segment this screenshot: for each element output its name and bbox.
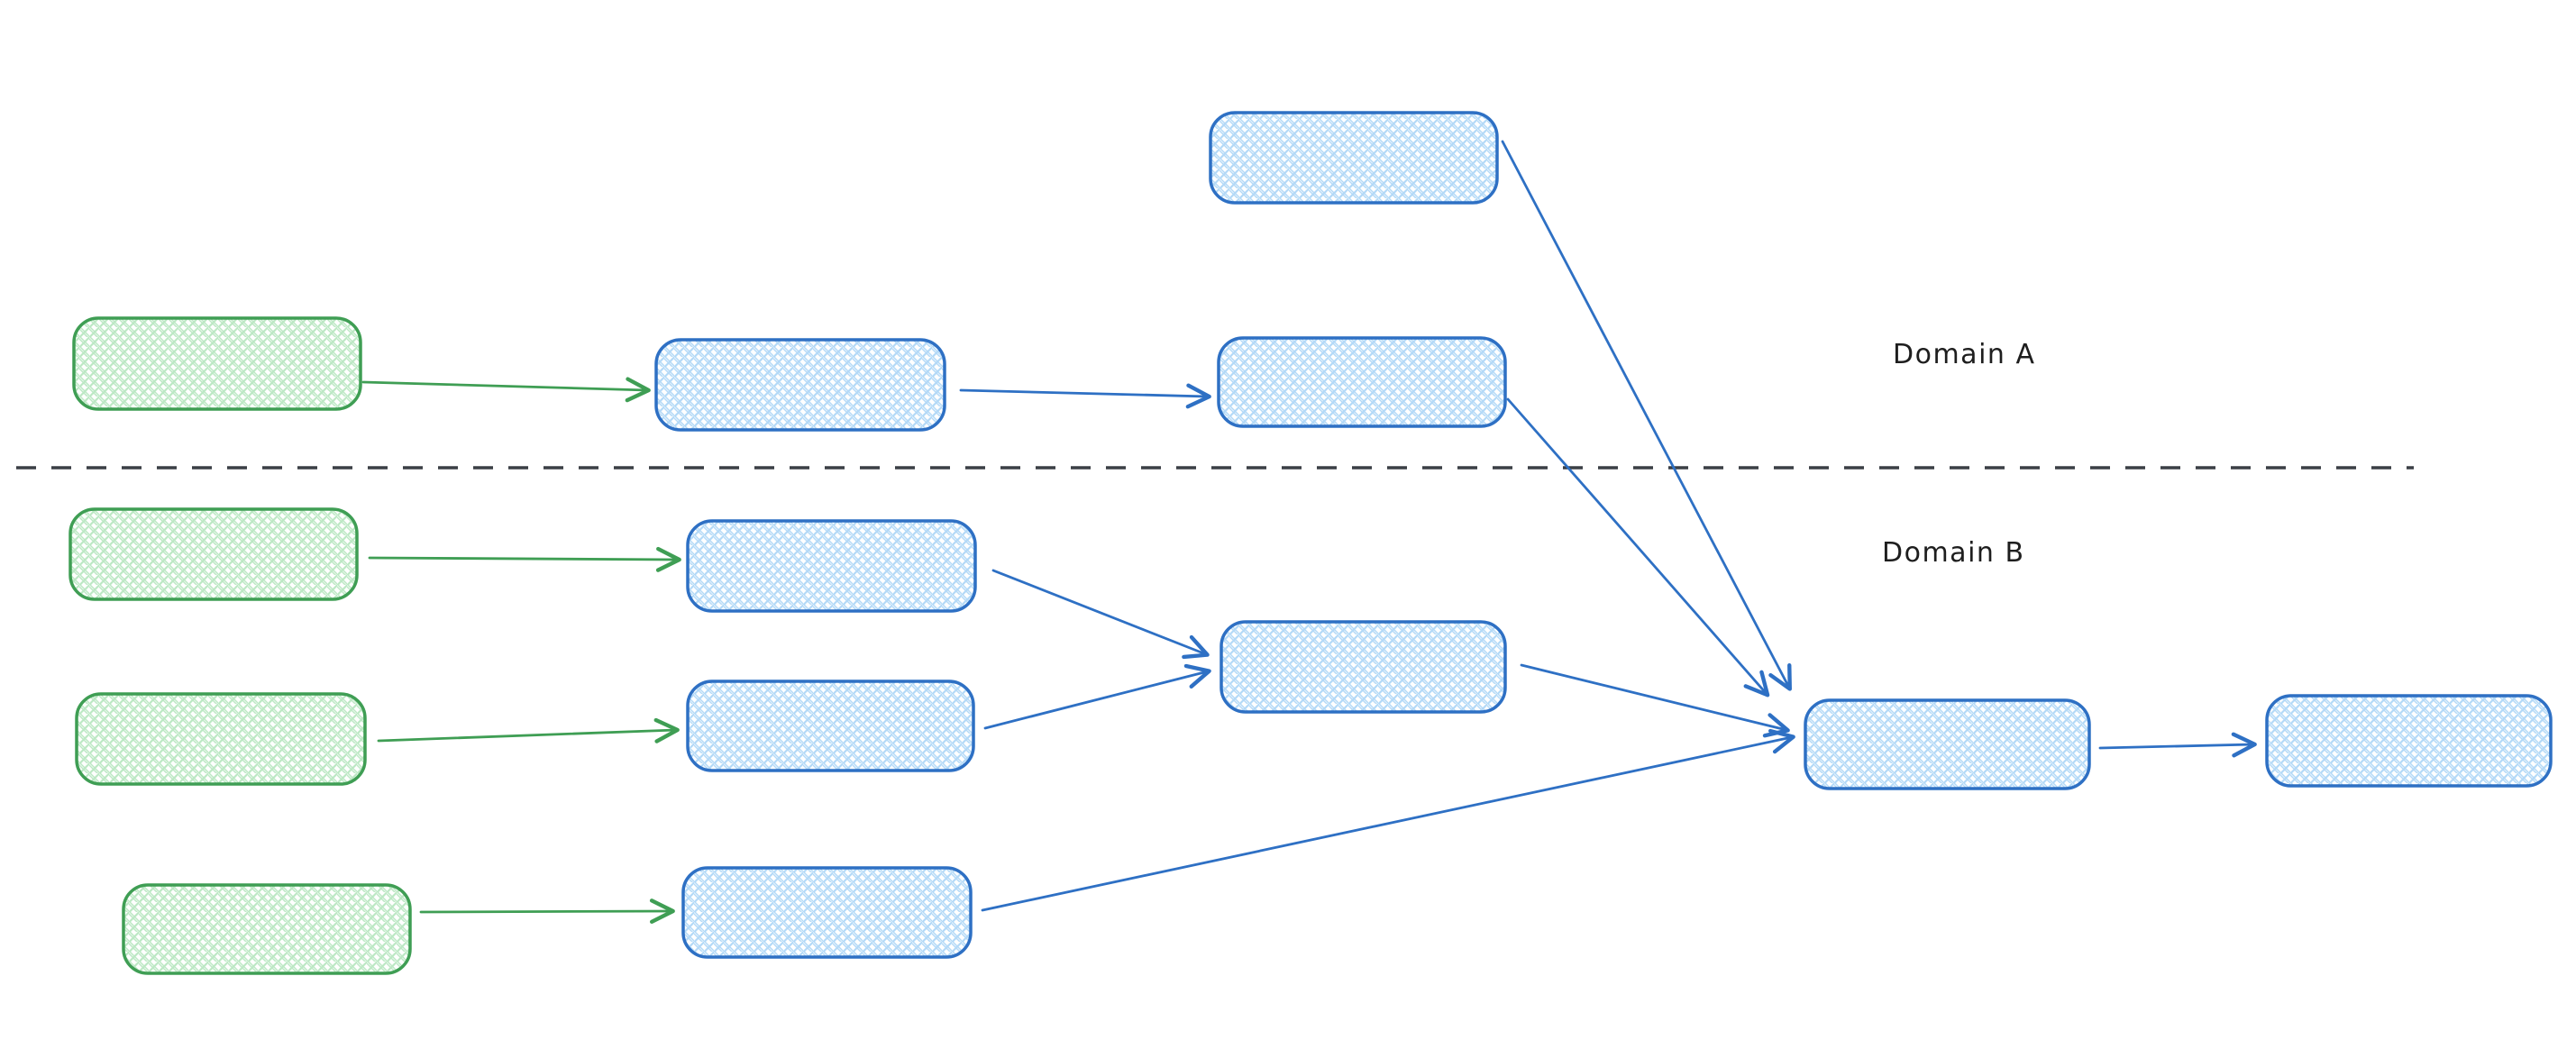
node-b-source-1: [69, 507, 359, 601]
edge-b-source-1-to-b-stage-1: [368, 546, 681, 572]
edge-a-standalone-top-to-shared-merge: [1501, 140, 1792, 691]
node-b-stage-3: [681, 866, 973, 959]
edge-b-stage-1-to-b-merge: [991, 569, 1210, 660]
edge-b-stage-3-to-shared-merge: [981, 728, 1795, 912]
node-a-stage-2: [1217, 336, 1507, 428]
node-b-merge: [1219, 620, 1507, 714]
node-a-source: [72, 316, 362, 411]
node-b-stage-2: [686, 680, 975, 772]
edge-b-stage-2-to-b-merge: [983, 663, 1211, 730]
domain-a-label: Domain A: [1893, 339, 2035, 370]
edge-shared-merge-to-output: [2098, 732, 2257, 758]
edge-a-stage-2-to-shared-merge: [1506, 397, 1770, 698]
node-shared-merge: [1804, 698, 2091, 790]
edge-a-source-to-a-stage-1: [361, 377, 651, 403]
node-b-source-3: [122, 883, 412, 975]
node-b-stage-1: [686, 519, 977, 613]
domain-b-label: Domain B: [1882, 537, 2025, 569]
edge-b-source-2-to-b-stage-2: [377, 717, 680, 743]
edge-a-stage-1-to-a-stage-2: [959, 383, 1211, 409]
node-a-stage-1: [654, 338, 946, 432]
node-b-source-2: [75, 692, 367, 786]
edge-b-merge-to-shared-merge: [1520, 663, 1790, 738]
edge-b-source-3-to-b-stage-3: [419, 898, 675, 925]
node-a-standalone-top: [1209, 111, 1499, 205]
node-output: [2265, 694, 2553, 788]
